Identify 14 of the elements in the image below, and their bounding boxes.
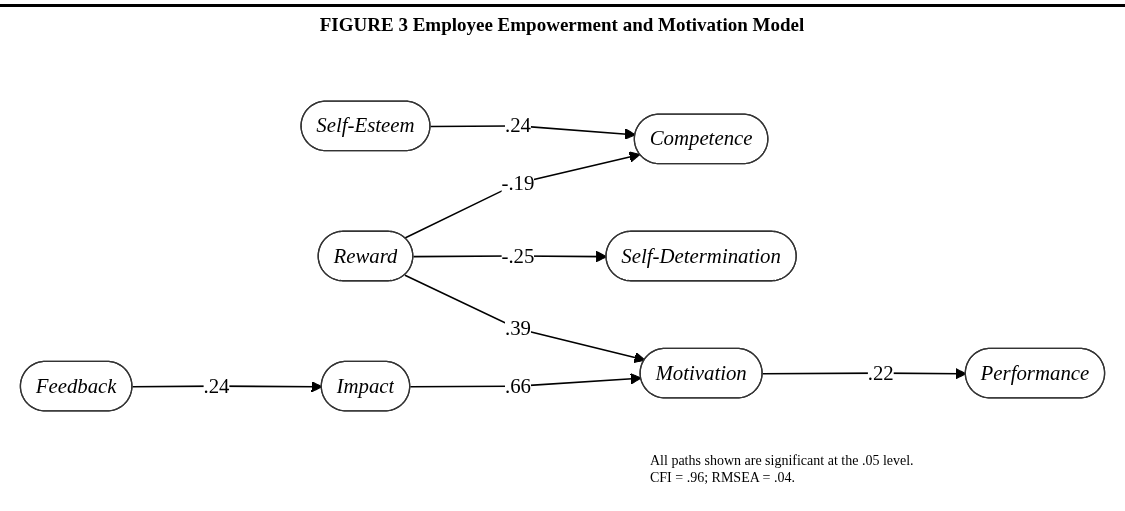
note-text: All paths shown are significant at the .05 level. <box>650 452 914 469</box>
edge-label: .24 <box>504 114 531 137</box>
edge-label: .22 <box>867 361 894 384</box>
edge-label: .24 <box>203 374 230 397</box>
edge-label: .66 <box>504 374 531 397</box>
arrow <box>409 373 642 388</box>
edge-label: .39 <box>504 317 531 340</box>
arrow <box>404 274 646 364</box>
edge-label: -.19 <box>501 171 535 194</box>
note-text: CFI = .96; RMSEA = .04. <box>650 469 796 486</box>
figure-title: FIGURE 3 Employee Empowerment and Motivation Model <box>318 14 806 36</box>
edge-label: -.25 <box>501 244 535 267</box>
arrow <box>404 151 641 239</box>
arrow <box>429 125 636 140</box>
